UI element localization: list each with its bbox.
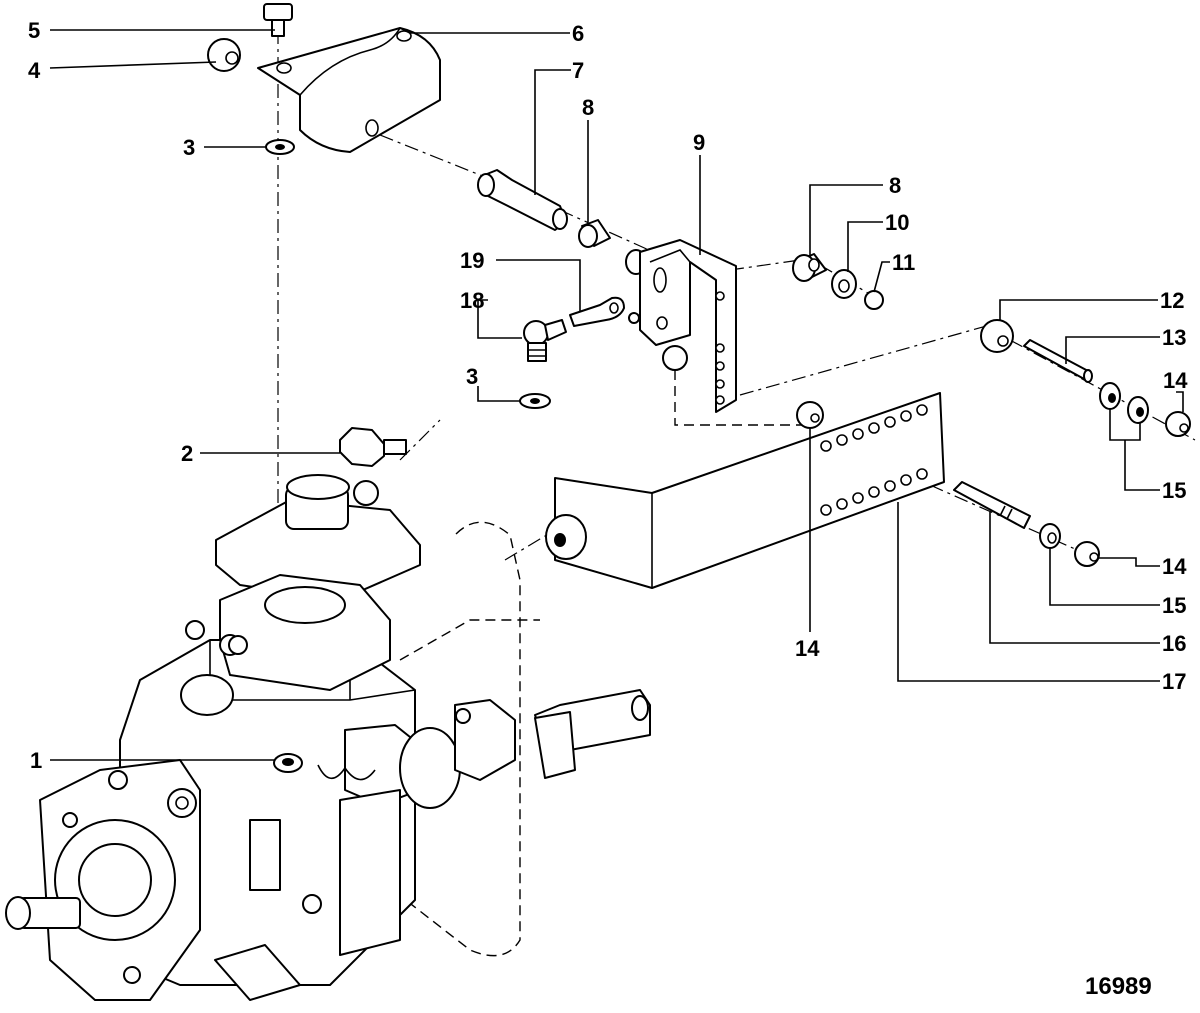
part-17-long-bracket (545, 392, 945, 589)
callout-14-center: 14 (795, 636, 820, 661)
part-11-nut (864, 290, 884, 310)
callout-labels: 5 6 4 7 8 9 3 8 10 19 11 18 12 13 3 14 2… (28, 18, 1188, 1000)
callout-3-lower: 3 (466, 364, 478, 389)
callout-6: 6 (572, 21, 584, 46)
callout-8-upper: 8 (582, 95, 594, 120)
callout-4: 4 (28, 58, 41, 83)
callout-11: 11 (892, 250, 915, 275)
part-15-washer-c (1039, 523, 1061, 549)
callout-9: 9 (693, 130, 705, 155)
part-14-nut-c (1165, 411, 1191, 437)
part-12-nut (980, 319, 1014, 353)
part-7-stud (477, 169, 568, 231)
part-6-upper-bracket (257, 27, 441, 153)
callout-13: 13 (1162, 325, 1186, 350)
part-15-washer-b (1127, 396, 1149, 424)
part-3-washer-lower (519, 393, 551, 409)
callout-7: 7 (572, 58, 584, 83)
part-8-spacer-b (792, 253, 827, 282)
callout-14-lower: 14 (1162, 554, 1187, 579)
callout-15-upper: 15 (1162, 478, 1186, 503)
part-16-stud (953, 481, 1031, 529)
callout-3-upper: 3 (183, 135, 195, 160)
part-5-bolt (263, 3, 293, 37)
callout-16: 16 (1162, 631, 1186, 656)
part-14-nut-d (1074, 541, 1100, 567)
injection-pump-assembly (5, 474, 651, 1001)
callout-15-lower: 15 (1162, 593, 1186, 618)
part-14-nut-b (796, 401, 824, 429)
callout-5: 5 (28, 18, 40, 43)
part-4-nut (207, 38, 241, 72)
part-8-spacer-a (578, 219, 647, 275)
part-18-ball-socket (523, 319, 567, 362)
callout-8-right: 8 (889, 173, 901, 198)
part-19-ball-stud (569, 296, 640, 327)
part-3-washer-upper (265, 139, 295, 155)
part-10-washer (831, 269, 857, 299)
part-13-stud (1023, 339, 1093, 383)
leader-lines (49, 27, 1184, 761)
callout-2: 2 (181, 441, 193, 466)
callout-19: 19 (460, 248, 484, 273)
part-15-washer-a (1099, 382, 1121, 410)
callout-10: 10 (885, 210, 909, 235)
part-2-bolt (339, 427, 407, 467)
callout-17: 17 (1162, 669, 1186, 694)
callout-12: 12 (1160, 288, 1184, 313)
callout-1: 1 (30, 748, 42, 773)
part-14-nut-a (662, 345, 688, 371)
figure-number: 16989 (1085, 973, 1152, 1000)
callout-18: 18 (460, 288, 484, 313)
callout-14-right: 14 (1163, 368, 1188, 393)
part-9-link-bracket (639, 239, 737, 413)
